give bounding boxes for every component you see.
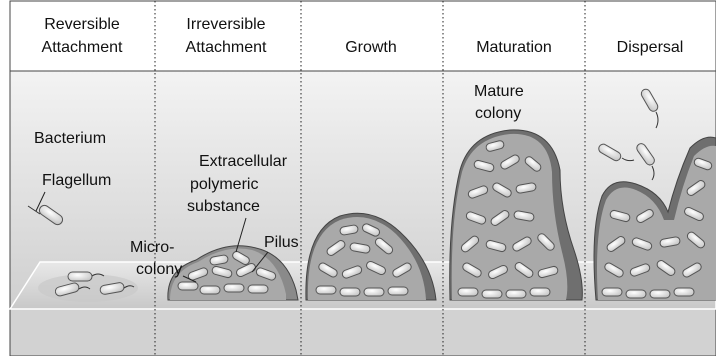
label-flagellum: Flagellum [42, 172, 111, 189]
header-band [10, 1, 716, 71]
label-mature-line2: colony [475, 105, 521, 122]
stage-4-title: Maturation [476, 39, 552, 56]
stage-3-title: Growth [345, 39, 397, 56]
label-micro-line2: colony [136, 261, 182, 278]
stage-1-title-line2: Attachment [42, 39, 123, 56]
substrate-band [10, 309, 716, 356]
label-eps-line1: Extracellular [199, 153, 288, 170]
stage-2-title-line2: Attachment [186, 39, 267, 56]
label-pilus: Pilus [264, 234, 299, 251]
label-mature-line1: Mature [474, 83, 524, 100]
label-micro-line1: Micro- [130, 239, 174, 256]
label-bacterium: Bacterium [34, 130, 106, 147]
stage-2-title-line1: Irreversible [186, 16, 265, 33]
label-eps-line3: substance [187, 198, 260, 215]
stage-1-title-line1: Reversible [44, 16, 120, 33]
stage-5-title: Dispersal [617, 39, 684, 56]
label-eps-line2: polymeric [190, 176, 258, 193]
